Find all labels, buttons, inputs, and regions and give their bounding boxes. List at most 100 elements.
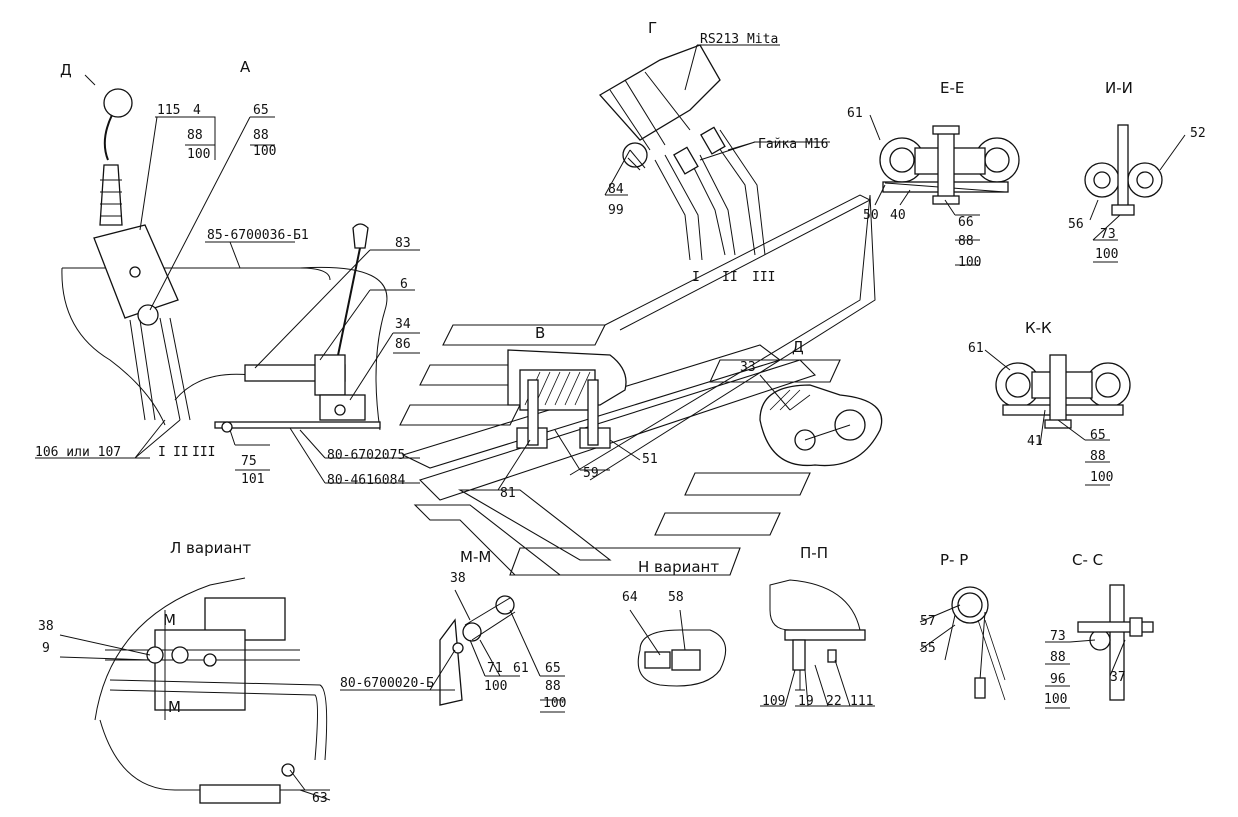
callout: 61 bbox=[847, 106, 863, 121]
callout: 56 bbox=[1068, 217, 1084, 232]
view-label-mm: М-М bbox=[460, 548, 491, 566]
callout: 37 bbox=[1110, 670, 1126, 685]
view-ss bbox=[1077, 584, 1154, 701]
callout: 86 bbox=[395, 337, 411, 352]
callout: 75 bbox=[241, 454, 257, 469]
view-rr bbox=[944, 586, 1006, 701]
callout: 57 bbox=[920, 614, 936, 629]
view-label-d-arrow: Д bbox=[60, 61, 72, 79]
view-label-l: Л вариант bbox=[170, 539, 251, 557]
chevron-background bbox=[399, 194, 876, 576]
callout: 66 bbox=[958, 215, 974, 230]
callout: I bbox=[692, 270, 700, 285]
callout: 73 bbox=[1050, 629, 1066, 644]
callout: 52 bbox=[1190, 126, 1206, 141]
callout: 106 или 107 bbox=[35, 445, 121, 460]
callout: 33 bbox=[740, 360, 756, 375]
view-labels: А Д Г Е-Е И-И В Д К-К Л вариант М М М-М … bbox=[60, 19, 1133, 716]
callout: 84 bbox=[608, 182, 624, 197]
callout: 99 bbox=[608, 203, 624, 218]
view-label-g: Г bbox=[648, 19, 657, 37]
callout: 61 bbox=[968, 341, 984, 356]
callout: 80-6702075 bbox=[327, 448, 405, 463]
view-label-m1: М bbox=[163, 611, 176, 629]
view-label-m2: М bbox=[168, 698, 181, 716]
leader-lines bbox=[35, 44, 1186, 801]
callout: 100 bbox=[1095, 247, 1118, 262]
callout: III bbox=[192, 445, 215, 460]
callout: 38 bbox=[38, 619, 54, 634]
callout: 100 bbox=[187, 147, 210, 162]
callout: 100 bbox=[543, 696, 566, 711]
view-label-kk: К-К bbox=[1025, 319, 1052, 337]
callout: 65 bbox=[1090, 428, 1106, 443]
callout: 61 bbox=[513, 661, 529, 676]
view-kk bbox=[995, 354, 1131, 429]
callout: RS213 Mita bbox=[700, 32, 778, 47]
callout: 115 bbox=[157, 103, 180, 118]
callout: 50 bbox=[863, 208, 879, 223]
callout: II bbox=[722, 270, 738, 285]
callout: III bbox=[752, 270, 775, 285]
callout: 41 bbox=[1027, 434, 1043, 449]
view-ee bbox=[879, 125, 1020, 205]
callout: 81 bbox=[500, 486, 516, 501]
callout: 51 bbox=[642, 452, 658, 467]
callout: 101 bbox=[241, 472, 264, 487]
view-b bbox=[507, 349, 627, 449]
view-label-b: В bbox=[535, 324, 545, 342]
callout: 88 bbox=[253, 128, 269, 143]
callout: 100 bbox=[1044, 692, 1067, 707]
callout: 19 bbox=[798, 694, 814, 709]
callout: 64 bbox=[622, 590, 638, 605]
view-label-ii: И-И bbox=[1105, 79, 1133, 97]
view-n bbox=[637, 629, 727, 687]
callout: 100 bbox=[484, 679, 507, 694]
callout: 88 bbox=[1090, 449, 1106, 464]
callout: II bbox=[173, 445, 189, 460]
callout: 63 bbox=[312, 791, 328, 806]
view-label-a: А bbox=[240, 58, 251, 76]
part-callouts: 115 4 88 100 65 88 100 85-6700036-Б1 83 … bbox=[35, 32, 1206, 806]
view-g bbox=[598, 44, 766, 261]
view-mm bbox=[439, 595, 516, 706]
callout: 71 bbox=[487, 661, 503, 676]
callout: 100 bbox=[958, 255, 981, 270]
callout: 88 bbox=[545, 679, 561, 694]
callout: 65 bbox=[253, 103, 269, 118]
callout: 65 bbox=[545, 661, 561, 676]
callout: 4 bbox=[193, 103, 201, 118]
view-label-pp: П-П bbox=[800, 544, 828, 562]
view-label-rr: Р- Р bbox=[940, 551, 968, 569]
callout: I bbox=[158, 445, 166, 460]
callout: 80-6700020-Б bbox=[340, 676, 434, 691]
callout: 88 bbox=[187, 128, 203, 143]
callout: 22 bbox=[826, 694, 842, 709]
callout: 38 bbox=[450, 571, 466, 586]
view-label-d: Д bbox=[792, 338, 804, 356]
callout: 100 bbox=[1090, 470, 1113, 485]
view-ii bbox=[1084, 124, 1163, 216]
view-a bbox=[61, 88, 388, 433]
view-l bbox=[94, 577, 330, 804]
callout: 34 bbox=[395, 317, 411, 332]
callout: 109 bbox=[762, 694, 785, 709]
view-label-ee: Е-Е bbox=[940, 79, 964, 97]
callout: 88 bbox=[958, 234, 974, 249]
callout: 88 bbox=[1050, 650, 1066, 665]
callout: 40 bbox=[890, 208, 906, 223]
callout: 6 bbox=[400, 277, 408, 292]
callout: 80-4616084 bbox=[327, 473, 405, 488]
view-d bbox=[759, 384, 883, 467]
callout: 59 bbox=[583, 466, 599, 481]
view-label-ss: С- С bbox=[1072, 551, 1103, 569]
callout: 83 bbox=[395, 236, 411, 251]
view-label-n: Н вариант bbox=[638, 558, 719, 576]
callout: 111 bbox=[850, 694, 873, 709]
callout: 58 bbox=[668, 590, 684, 605]
callout: 55 bbox=[920, 641, 936, 656]
view-pp bbox=[769, 579, 866, 691]
callout: 73 bbox=[1100, 227, 1116, 242]
